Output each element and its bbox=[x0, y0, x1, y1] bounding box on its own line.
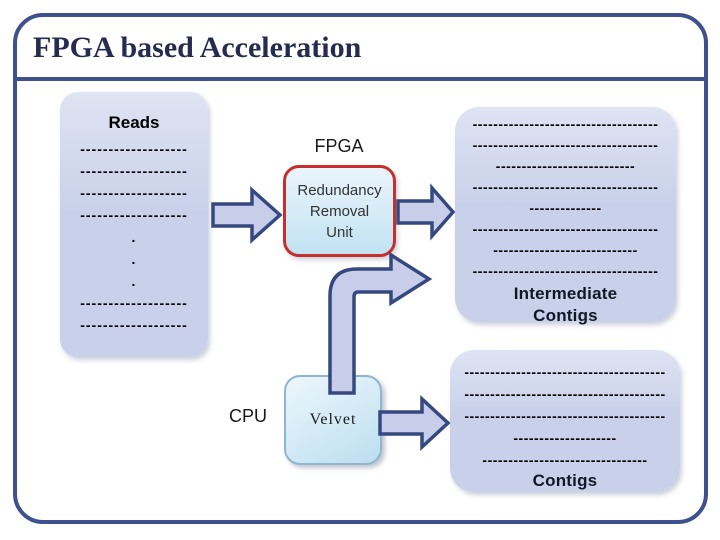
intermediate-contigs-caption: Contigs bbox=[533, 306, 598, 325]
reads-line: ------------------- bbox=[80, 185, 188, 201]
reads-line: ------------------- bbox=[80, 163, 188, 179]
contig-line: ------------------------------------ bbox=[472, 116, 659, 132]
reads-box-title: Reads bbox=[108, 113, 160, 132]
contig-line: ------------------------------------ bbox=[472, 221, 659, 237]
cpu-label: CPU bbox=[228, 406, 267, 426]
reads-box: Reads ------------------- --------------… bbox=[60, 92, 208, 357]
reads-ellipsis-dot: . bbox=[131, 229, 137, 245]
title-divider bbox=[13, 77, 708, 81]
contig-line: ------------------------------------ bbox=[472, 137, 659, 153]
contig-line: ---------------------------- bbox=[493, 242, 638, 258]
reads-line: ------------------- bbox=[80, 295, 188, 311]
slide-title: FPGA based Acceleration bbox=[33, 31, 362, 64]
contig-line: --------------------------------------- bbox=[464, 408, 666, 424]
contigs-caption: Contigs bbox=[532, 471, 598, 490]
reads-line: ------------------- bbox=[80, 207, 188, 223]
rru-line: Removal bbox=[309, 202, 370, 220]
reads-line: ------------------- bbox=[80, 317, 188, 333]
contig-line: -------------- bbox=[529, 200, 602, 216]
contig-line: --------------------------- bbox=[495, 158, 636, 174]
rru-line: Unit bbox=[326, 223, 353, 241]
contig-line: ------------------------------------ bbox=[472, 263, 659, 279]
reads-ellipsis-dot: . bbox=[131, 251, 137, 267]
contig-line: -------------------------------- bbox=[482, 452, 648, 468]
intermediate-contigs-caption: Intermediate bbox=[513, 284, 618, 303]
reads-line: ------------------- bbox=[80, 141, 188, 157]
fpga-label: FPGA bbox=[314, 136, 364, 156]
contig-line: ------------------------------------ bbox=[472, 179, 659, 195]
contigs-box: --------------------------------------- … bbox=[450, 350, 680, 492]
velvet-label: Velvet bbox=[309, 411, 357, 428]
contig-line: --------------------------------------- bbox=[464, 364, 666, 380]
redundancy-removal-unit-box: Redundancy Removal Unit bbox=[283, 165, 396, 257]
intermediate-contigs-box: ------------------------------------ ---… bbox=[455, 107, 676, 325]
contig-line: -------------------- bbox=[513, 430, 617, 446]
rru-line: Redundancy bbox=[297, 181, 382, 199]
contig-line: --------------------------------------- bbox=[464, 386, 666, 402]
slide-border bbox=[13, 13, 708, 524]
velvet-box: Velvet bbox=[284, 375, 382, 465]
reads-ellipsis-dot: . bbox=[131, 273, 137, 289]
